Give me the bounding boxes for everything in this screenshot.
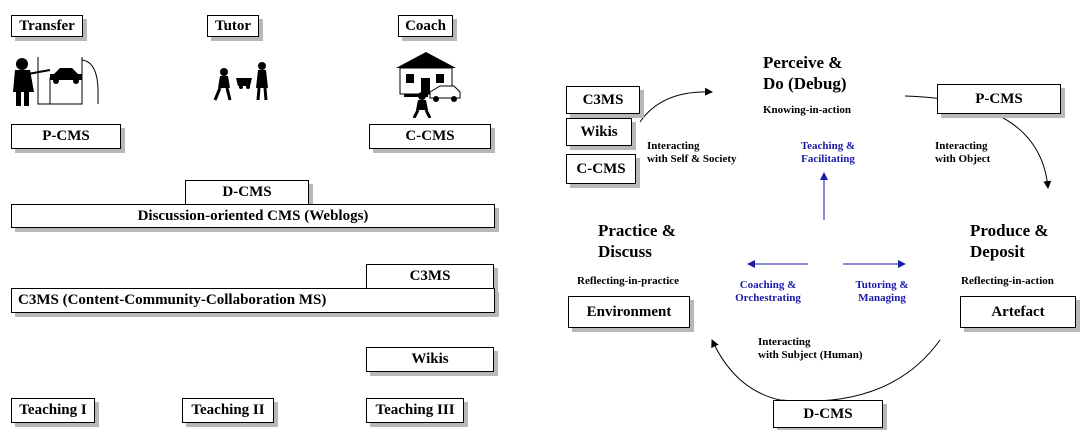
c3ms-bar: C3MS (Content-Community-Collaboration MS… (11, 288, 495, 313)
header-coach: Coach (398, 15, 453, 37)
reflect-practice-label: Reflecting-in-practice (577, 275, 680, 287)
discussion-bar: Discussion-oriented CMS (Weblogs) (11, 204, 495, 228)
artefact-box: Artefact (960, 296, 1076, 328)
right-dcms-box: D-CMS (773, 400, 883, 428)
produce-label: Produce &Deposit (970, 221, 1049, 261)
left-wikis-box: Wikis (366, 347, 494, 372)
tutoring-label: Tutoring &Managing (855, 279, 909, 304)
teaching-1-box: Teaching I (11, 398, 95, 423)
teaching-fac-label: Teaching &Facilitating (800, 140, 856, 165)
coach-clipart (396, 52, 461, 118)
right-c3ms-box: C3MS (566, 86, 640, 114)
teaching-2-box: Teaching II (182, 398, 274, 423)
arrow-to-perceive (639, 87, 713, 123)
right-wikis-box: Wikis (566, 118, 632, 146)
coaching-label: Coaching &Orchestrating (735, 279, 801, 304)
right-pcms-box: P-CMS (937, 84, 1061, 114)
environment-box: Environment (568, 296, 690, 328)
tutor-clipart (213, 62, 268, 101)
right-ccms-box: C-CMS (566, 154, 636, 184)
teaching-3-box: Teaching III (366, 398, 464, 423)
left-ccms-box: C-CMS (369, 124, 491, 149)
header-tutor: Tutor (207, 15, 259, 37)
practice-label: Practice &Discuss (598, 221, 676, 261)
transfer-clipart (13, 57, 99, 106)
perceive-label: Perceive &Do (Debug) (763, 53, 847, 93)
arrow-to-produce (904, 95, 1052, 189)
header-transfer: Transfer (11, 15, 83, 37)
knowing-label: Knowing-in-action (763, 104, 852, 116)
reflect-action-label: Reflecting-in-action (961, 275, 1054, 287)
left-dcms-box: D-CMS (185, 180, 309, 205)
left-pcms-box: P-CMS (11, 124, 121, 149)
